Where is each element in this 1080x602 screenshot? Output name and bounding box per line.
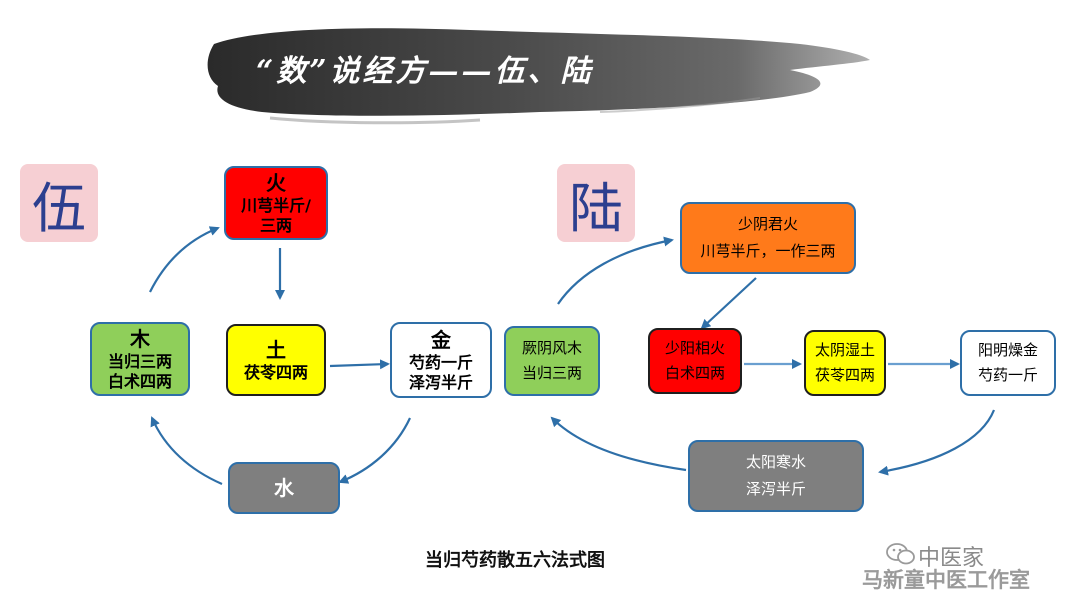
wu-metal-herb2: 泽泻半斤 [408,372,473,392]
wu-wood-herb2: 白术四两 [107,371,172,391]
lu-yangming-name: 阳明燥金 [977,341,1038,360]
wu-wood-name: 木 [130,326,150,351]
arrow-yangming-to-taiyang [878,409,996,476]
arrow-metal-to-water [338,417,411,484]
wu-water-name: 水 [274,475,294,500]
lu-shaoyin-node: 少阴君火 川芎半斤，一作三两 [680,202,856,274]
wu-badge: 伍 [20,164,98,242]
wu-earth-herb: 茯苓四两 [243,362,308,382]
lu-taiyin-name: 太阴湿土 [814,341,875,360]
diagram-caption: 当归芍药散五六法式图 [425,550,605,571]
lu-arrows [550,236,996,476]
lu-taiyin-node: 太阴湿土 茯苓四两 [804,330,886,396]
wu-fire-herb: 川芎半斤/三两 [241,195,311,235]
wechat-icon [886,543,915,565]
lu-shaoyin-herb: 川芎半斤，一作三两 [700,242,836,260]
lu-taiyang-node: 太阳寒水 泽泻半斤 [688,440,864,512]
lu-taiyang-name: 太阳寒水 [745,453,806,472]
lu-shaoyang-name: 少阳相火 [664,339,725,358]
watermark-line1: 中医家 [918,546,985,571]
wu-fire-name: 火 [266,170,286,195]
wu-metal-node: 金 芍药一斤 泽泻半斤 [390,322,492,398]
watermark-line2: 马新童中医工作室 [862,568,1030,592]
lu-yangming-node: 阳明燥金 芍药一斤 [960,330,1056,396]
lu-badge: 陆 [557,164,635,242]
lu-shaoyang-node: 少阳相火 白术四两 [648,328,742,394]
lu-taiyin-herb: 茯苓四两 [814,366,875,384]
lu-jueyin-name: 厥阴风木 [521,339,582,358]
lu-yangming-herb: 芍药一斤 [977,366,1038,384]
arrow-shaoyin-to-shaoyang [700,277,757,330]
wu-fire-node: 火 川芎半斤/三两 [224,166,328,240]
wu-metal-herb1: 芍药一斤 [408,352,473,372]
ink-brush-banner [207,28,870,116]
lu-shaoyang-herb: 白术四两 [664,364,725,382]
wu-metal-name: 金 [431,327,451,352]
wu-earth-name: 土 [266,337,286,362]
lu-jueyin-herb: 当归三两 [521,364,582,382]
arrow-wood-to-fire [149,226,220,293]
arrow-taiyang-to-jueyin [550,416,687,472]
arrow-jueyin-to-shaoyin [557,236,674,305]
page-title: “数”说经方——伍、陆 [256,54,594,89]
wu-wood-herb1: 当归三两 [107,351,172,371]
wu-wood-node: 木 当归三两 白术四两 [90,322,190,396]
wu-arrows [149,226,411,486]
lu-taiyang-herb: 泽泻半斤 [745,480,806,498]
arrow-earth-to-metal [329,359,390,370]
wu-earth-node: 土 茯苓四两 [226,324,326,396]
wu-water-node: 水 [228,462,340,514]
lu-shaoyin-name: 少阴君火 [737,215,798,234]
arrow-water-to-wood [150,416,223,486]
lu-jueyin-node: 厥阴风木 当归三两 [504,326,600,396]
